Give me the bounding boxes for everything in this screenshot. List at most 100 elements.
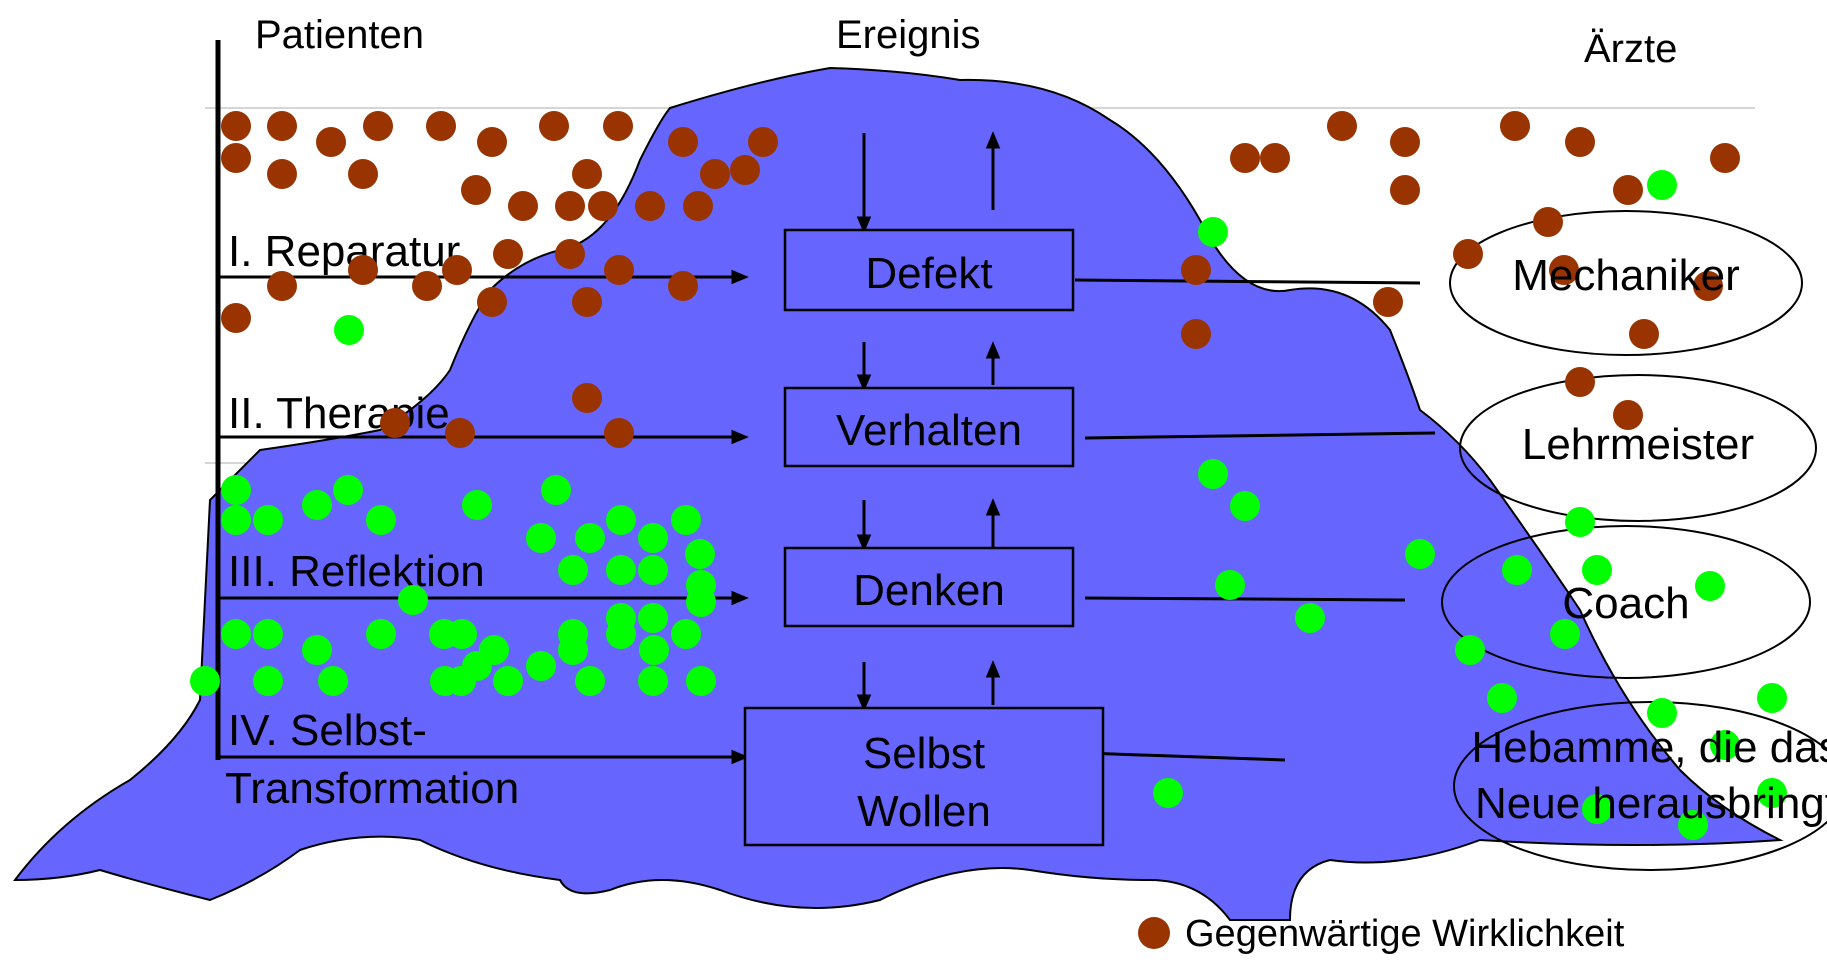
green-dot <box>1153 778 1183 808</box>
current-reality-dot <box>1500 111 1530 141</box>
green-dot <box>686 587 716 617</box>
current-reality-dot <box>426 111 456 141</box>
current-reality-dot <box>1613 400 1643 430</box>
green-dot <box>1198 459 1228 489</box>
green-dot <box>1582 794 1612 824</box>
current-reality-dot <box>1613 175 1643 205</box>
level-2-label: II. Therapie <box>228 389 450 438</box>
header-aerzte: Ärzte <box>1584 27 1677 71</box>
current-reality-dot <box>700 159 730 189</box>
box-denken-label: Denken <box>853 566 1005 615</box>
green-dot <box>606 603 636 633</box>
green-dot <box>558 555 588 585</box>
role-coach-label: Coach <box>1562 579 1689 628</box>
role-ellipse-hebamme <box>1453 701 1827 871</box>
current-reality-dot <box>348 159 378 189</box>
green-dot <box>221 619 251 649</box>
green-dot <box>333 475 363 505</box>
green-dot <box>1757 683 1787 713</box>
green-dot <box>1647 698 1677 728</box>
current-reality-dot <box>1373 287 1403 317</box>
green-dot <box>1647 170 1677 200</box>
green-dot <box>1565 507 1595 537</box>
iceberg-mountain <box>12 66 1784 921</box>
green-dot <box>1487 683 1517 713</box>
role-connectors <box>1074 278 1436 762</box>
current-reality-dot <box>668 271 698 301</box>
green-dot <box>639 635 669 665</box>
current-reality-dot <box>1390 175 1420 205</box>
current-reality-dot <box>1629 319 1659 349</box>
green-dot <box>526 523 556 553</box>
current-reality-dot <box>603 111 633 141</box>
green-dot <box>671 505 701 535</box>
green-dot <box>686 666 716 696</box>
legend-label: Gegenwärtige Wirklichkeit <box>1185 913 1625 955</box>
role-hebamme-label-line2: Neue herausbringt <box>1475 779 1827 828</box>
current-reality-dot <box>1549 255 1579 285</box>
header-ereignis: Ereignis <box>836 13 981 57</box>
current-reality-dot <box>442 255 472 285</box>
current-reality-dot <box>539 111 569 141</box>
green-dot <box>302 635 332 665</box>
box-selbst-wollen <box>743 706 1105 847</box>
current-reality-dot <box>267 159 297 189</box>
green-dot <box>446 666 476 696</box>
current-reality-dot <box>555 239 585 269</box>
green-dot <box>638 666 668 696</box>
green-dot <box>318 666 348 696</box>
green-dot <box>1695 571 1725 601</box>
green-dot <box>638 555 668 585</box>
current-reality-dot <box>221 111 251 141</box>
box-defekt-label: Defekt <box>865 249 992 298</box>
current-reality-dot <box>267 111 297 141</box>
green-dot <box>253 619 283 649</box>
green-dot <box>1230 491 1260 521</box>
role-ellipse-lehrmeister <box>1459 374 1817 522</box>
green-dot <box>1405 539 1435 569</box>
green-dot <box>1502 555 1532 585</box>
green-dot <box>558 635 588 665</box>
role-ellipse-coach <box>1441 525 1811 679</box>
green-dot <box>606 555 636 585</box>
green-dot <box>462 490 492 520</box>
current-reality-dot <box>604 418 634 448</box>
green-dot <box>1757 778 1787 808</box>
role-ellipse-mechaniker <box>1449 210 1803 356</box>
box-verhalten <box>783 386 1075 468</box>
level-1-label: I. Reparatur <box>228 227 460 276</box>
current-reality-dot <box>572 287 602 317</box>
current-reality-dot <box>1710 143 1740 173</box>
header-patienten: Patienten <box>255 13 424 57</box>
current-reality-dot <box>604 255 634 285</box>
current-reality-dot <box>1693 271 1723 301</box>
box-denken <box>783 546 1075 628</box>
current-reality-dot <box>1260 143 1290 173</box>
level-4-label-line2: Transformation <box>225 764 519 813</box>
current-reality-dot <box>508 191 538 221</box>
current-reality-dot <box>221 143 251 173</box>
box-defekt <box>783 228 1075 312</box>
level-arrows <box>218 269 749 765</box>
green-dot <box>1710 730 1740 760</box>
green-dot <box>541 475 571 505</box>
role-lehrmeister-label: Lehrmeister <box>1522 420 1754 469</box>
current-reality-dot <box>477 127 507 157</box>
current-reality-dot <box>1565 127 1595 157</box>
current-reality-dot <box>221 303 251 333</box>
current-reality-dot <box>635 191 665 221</box>
current-reality-dot <box>1533 207 1563 237</box>
green-dot <box>493 666 523 696</box>
green-dot <box>638 523 668 553</box>
current-reality-dot <box>1181 319 1211 349</box>
green-dot <box>1550 619 1580 649</box>
current-reality-dot <box>1181 255 1211 285</box>
current-reality-dot <box>461 175 491 205</box>
current-reality-dot <box>477 287 507 317</box>
green-dot <box>1215 570 1245 600</box>
current-reality-dot <box>572 383 602 413</box>
current-reality-dot <box>316 127 346 157</box>
green-dot <box>1295 603 1325 633</box>
current-reality-dot <box>748 127 778 157</box>
current-reality-dot <box>1230 143 1260 173</box>
